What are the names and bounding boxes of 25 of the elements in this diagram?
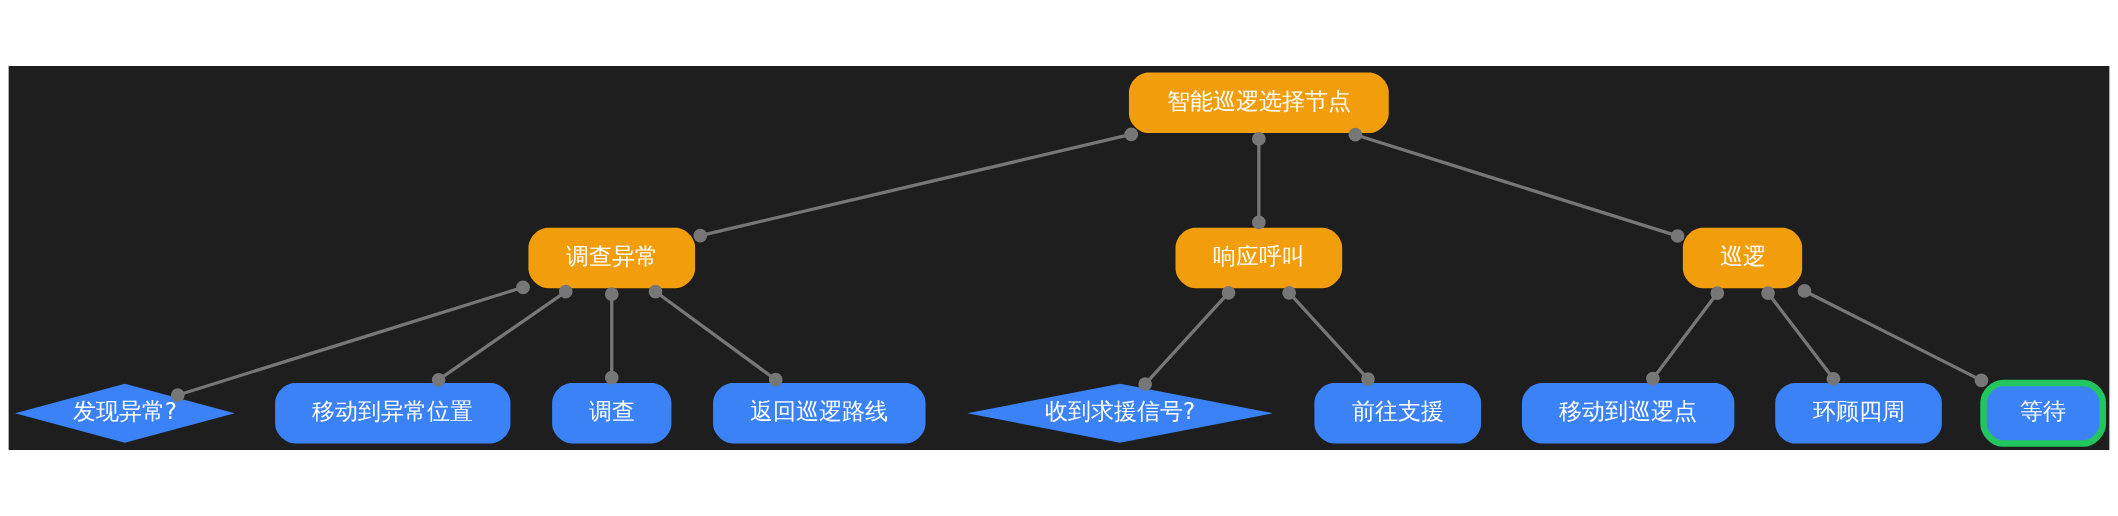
node-box: 智能巡逻选择节点 xyxy=(1128,72,1389,133)
node-box: 调查 xyxy=(552,383,672,444)
connector xyxy=(648,284,783,387)
node-box: 响应呼叫 xyxy=(1175,227,1343,289)
node-box: 调查异常 xyxy=(528,227,696,289)
connector xyxy=(1282,285,1375,386)
connector xyxy=(1646,286,1725,386)
connector xyxy=(1797,284,1989,388)
node-box: 环顾四周 xyxy=(1775,383,1942,444)
node-box: 巡逻 xyxy=(1682,227,1803,289)
connector xyxy=(1251,132,1266,230)
connector xyxy=(170,280,530,402)
node-diamond: 发现异常? xyxy=(15,383,235,443)
node-box: 返回巡逻路线 xyxy=(713,383,926,444)
connector xyxy=(1761,286,1841,386)
node-box: 等待 xyxy=(1980,379,2107,447)
connector xyxy=(693,127,1139,243)
node-box: 移动到巡逻点 xyxy=(1521,383,1735,444)
node-diamond: 收到求援信号? xyxy=(967,383,1273,443)
node-box: 前往支援 xyxy=(1314,383,1482,444)
connector xyxy=(1138,285,1236,391)
connector xyxy=(1348,127,1685,243)
connector xyxy=(604,287,619,385)
connector xyxy=(431,284,573,387)
node-box: 移动到异常位置 xyxy=(275,383,511,444)
